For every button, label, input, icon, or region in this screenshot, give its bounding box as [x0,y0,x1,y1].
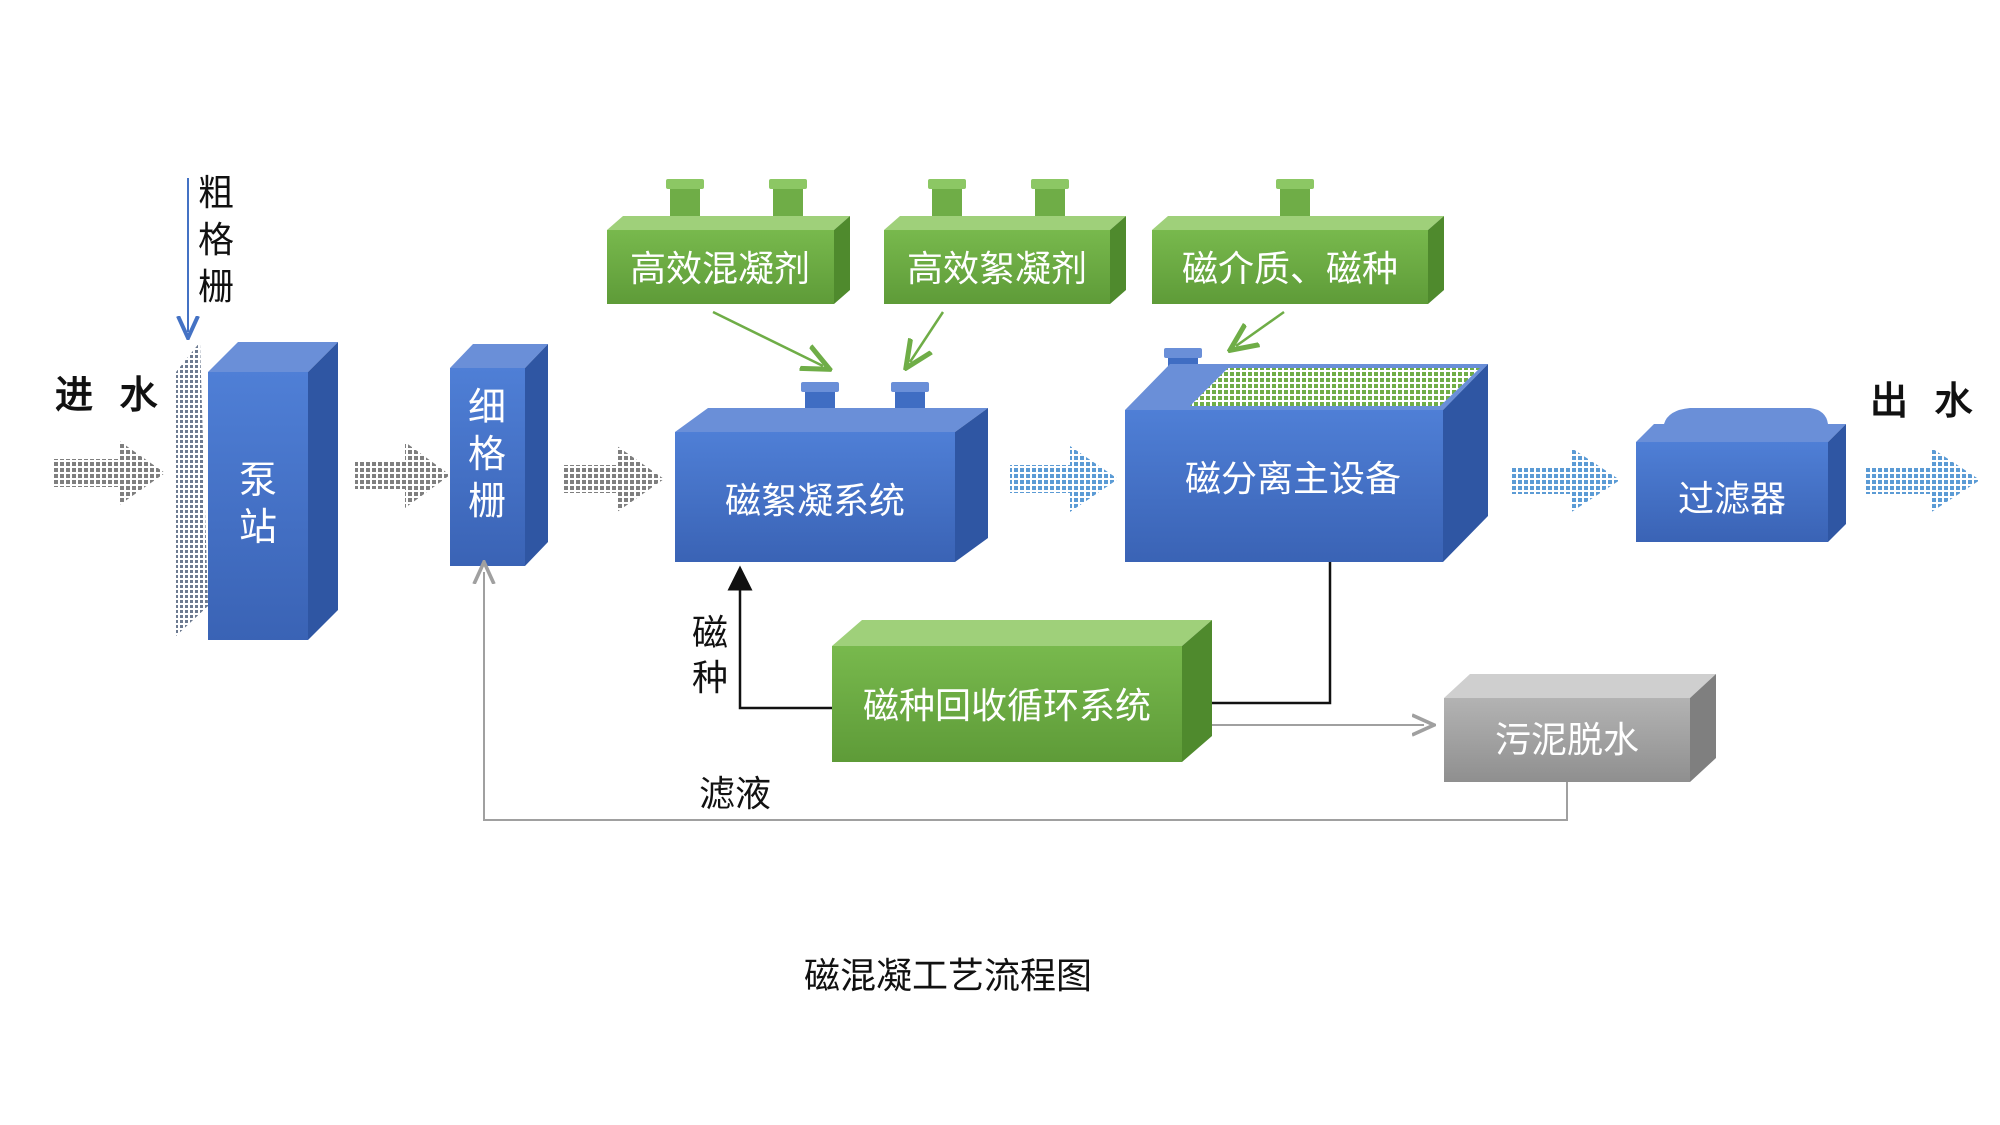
magnetic-separator-label: 磁分离主设备 [1185,459,1401,500]
fine-screen-box [450,344,548,566]
flow-arrow-screen-to-floc [563,446,664,512]
magnetic-seed-return-line [727,565,832,710]
sludge-dewatering-box [1444,674,1716,782]
coarse-screen [176,342,208,636]
coarse-screen-label-3: 栅 [198,267,234,308]
coarse-screen-label-2: 格 [198,220,234,261]
filtrate-return-line [484,572,1568,821]
magnetic-media-tank [1152,179,1444,304]
flow-arrow-pump-to-screen [355,442,450,508]
magnetic-media-dosing-arrow [1236,310,1285,346]
flow-arrow-separator-to-filter [1510,447,1620,513]
flow-arrow-outlet [1865,447,1980,513]
flow-arrow-inlet [52,440,165,506]
outlet-label: 出 水 [1870,379,1973,423]
recycle-system-label: 磁种回收循环系统 [863,686,1151,727]
magnetic-flocculation-label: 磁絮凝系统 [725,481,905,522]
fine-screen-label-3: 栅 [468,479,506,523]
recycle-system-box [832,620,1212,762]
pump-station-label-1: 泵 [239,458,277,502]
diagram-caption: 磁混凝工艺流程图 [804,956,1092,997]
fine-screen-label-2: 格 [468,432,506,476]
magnetic-seed-label-2: 种 [692,658,728,699]
flocculant-label: 高效絮凝剂 [907,249,1087,290]
coarse-screen-label-1: 粗 [198,173,234,214]
flow-arrow-floc-to-separator [1010,446,1118,512]
coagulant-dosing-arrow [712,310,823,366]
sludge-dewatering-label: 污泥脱水 [1495,720,1639,761]
pump-station-label-2: 站 [239,505,277,549]
separator-to-recycle-line [1212,562,1332,705]
flocculant-tank [884,179,1126,304]
filtrate-label: 滤液 [699,774,771,815]
filter-label: 过滤器 [1678,479,1786,520]
magnetic-seed-label-1: 磁 [692,613,728,654]
magnetic-flocculation-box [675,382,988,562]
inlet-label: 进 水 [55,373,158,417]
pump-station-box [208,342,338,640]
fine-screen-label-1: 细 [468,385,506,429]
coagulant-label: 高效混凝剂 [630,249,810,290]
filter-box [1636,408,1846,542]
magnetic-media-label: 磁介质、磁种 [1182,249,1398,290]
magnetic-separator-box [1125,348,1488,562]
coagulant-tank [607,179,850,304]
flocculant-dosing-arrow [910,311,945,362]
